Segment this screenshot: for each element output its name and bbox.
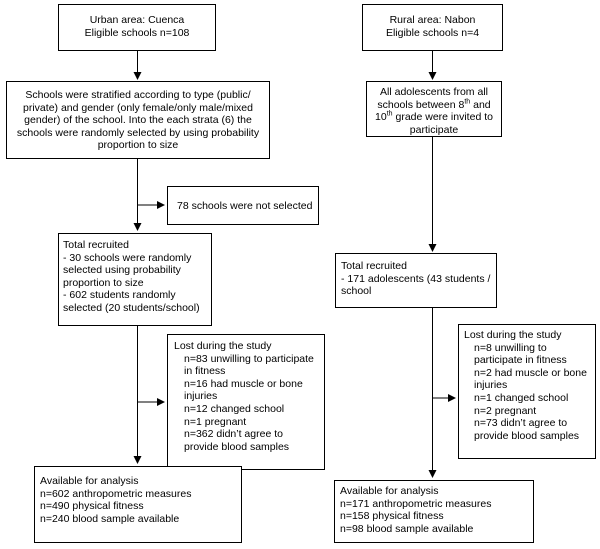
urban-lost-item: n=362 didn’t agree to provide blood samp… [184, 428, 290, 453]
rural-lost-list: n=8 unwilling to participate in fitness … [464, 342, 592, 443]
rural-recruited-box: Total recruited - 171 adolescents (43 st… [335, 253, 497, 308]
rural-lost-item: n=8 unwilling to participate in fitness [474, 341, 567, 367]
rural-lost-item: n=73 didn’t agree to provide blood sampl… [474, 417, 580, 442]
rural-available-title: Available for analysis [340, 485, 439, 497]
urban-recruited-title: Total recruited [63, 239, 129, 251]
urban-lost-item: n=12 changed school [184, 402, 285, 415]
urban-lost-title: Lost during the study [174, 340, 272, 352]
rural-lost-item: n=1 changed school [474, 391, 569, 404]
urban-lost-item: n=83 unwilling to participate in fitness [184, 352, 314, 378]
rural-available-item: n=158 physical fitness [340, 510, 444, 523]
rural-invited-box: All adolescents from all schools between… [366, 81, 502, 137]
urban-available-title: Available for analysis [40, 475, 139, 487]
rural-area-box: Rural area: Nabon Eligible schools n=4 [362, 4, 503, 51]
urban-recruited-box: Total recruited - 30 schools were random… [58, 233, 212, 326]
urban-available-item: n=602 anthropometric measures [40, 487, 192, 500]
rural-invited-text: All adolescents from all schools between… [375, 86, 493, 136]
rural-lost-item: n=2 pregnant [474, 404, 537, 417]
urban-recruited-item: - 30 schools were randomly selected usin… [63, 251, 192, 289]
rural-area-title: Rural area: Nabon [389, 14, 476, 26]
urban-stratification-text: Schools were stratified according to typ… [16, 89, 260, 152]
rural-available-box: Available for analysis n=171 anthropomet… [334, 480, 534, 543]
rural-eligible-schools: Eligible schools n=4 [385, 26, 480, 39]
rural-lost-item: n=2 had muscle or bone injuries [474, 366, 587, 392]
urban-lost-box: Lost during the study n=83 unwilling to … [167, 334, 325, 470]
urban-lost-list: n=83 unwilling to participate in fitness… [174, 353, 320, 454]
rural-recruited-title: Total recruited [341, 260, 407, 272]
urban-available-item: n=240 blood sample available [40, 512, 180, 525]
rural-lost-box: Lost during the study n=8 unwilling to p… [458, 324, 596, 459]
urban-not-selected-box: 78 schools were not selected [167, 186, 319, 225]
urban-available-item: n=490 physical fitness [40, 500, 144, 513]
urban-stratification-box: Schools were stratified according to typ… [6, 81, 270, 159]
urban-lost-item: n=1 pregnant [184, 415, 247, 428]
rural-available-item: n=98 blood sample available [340, 522, 474, 535]
urban-area-box: Urban area: Cuenca Eligible schools n=10… [58, 4, 216, 51]
urban-lost-item: n=16 had muscle or bone injuries [184, 377, 303, 403]
urban-available-box: Available for analysis n=602 anthropomet… [34, 466, 242, 543]
rural-lost-title: Lost during the study [464, 329, 562, 341]
rural-available-item: n=171 anthropometric measures [340, 497, 492, 510]
urban-area-title: Urban area: Cuenca [89, 14, 185, 26]
urban-recruited-item: - 602 students randomly selected (20 stu… [63, 289, 200, 314]
rural-recruited-item: - 171 adolescents (43 students / school [341, 272, 491, 298]
urban-eligible-schools: Eligible schools n=108 [84, 26, 190, 39]
urban-not-selected-text: 78 schools were not selected [177, 200, 313, 212]
